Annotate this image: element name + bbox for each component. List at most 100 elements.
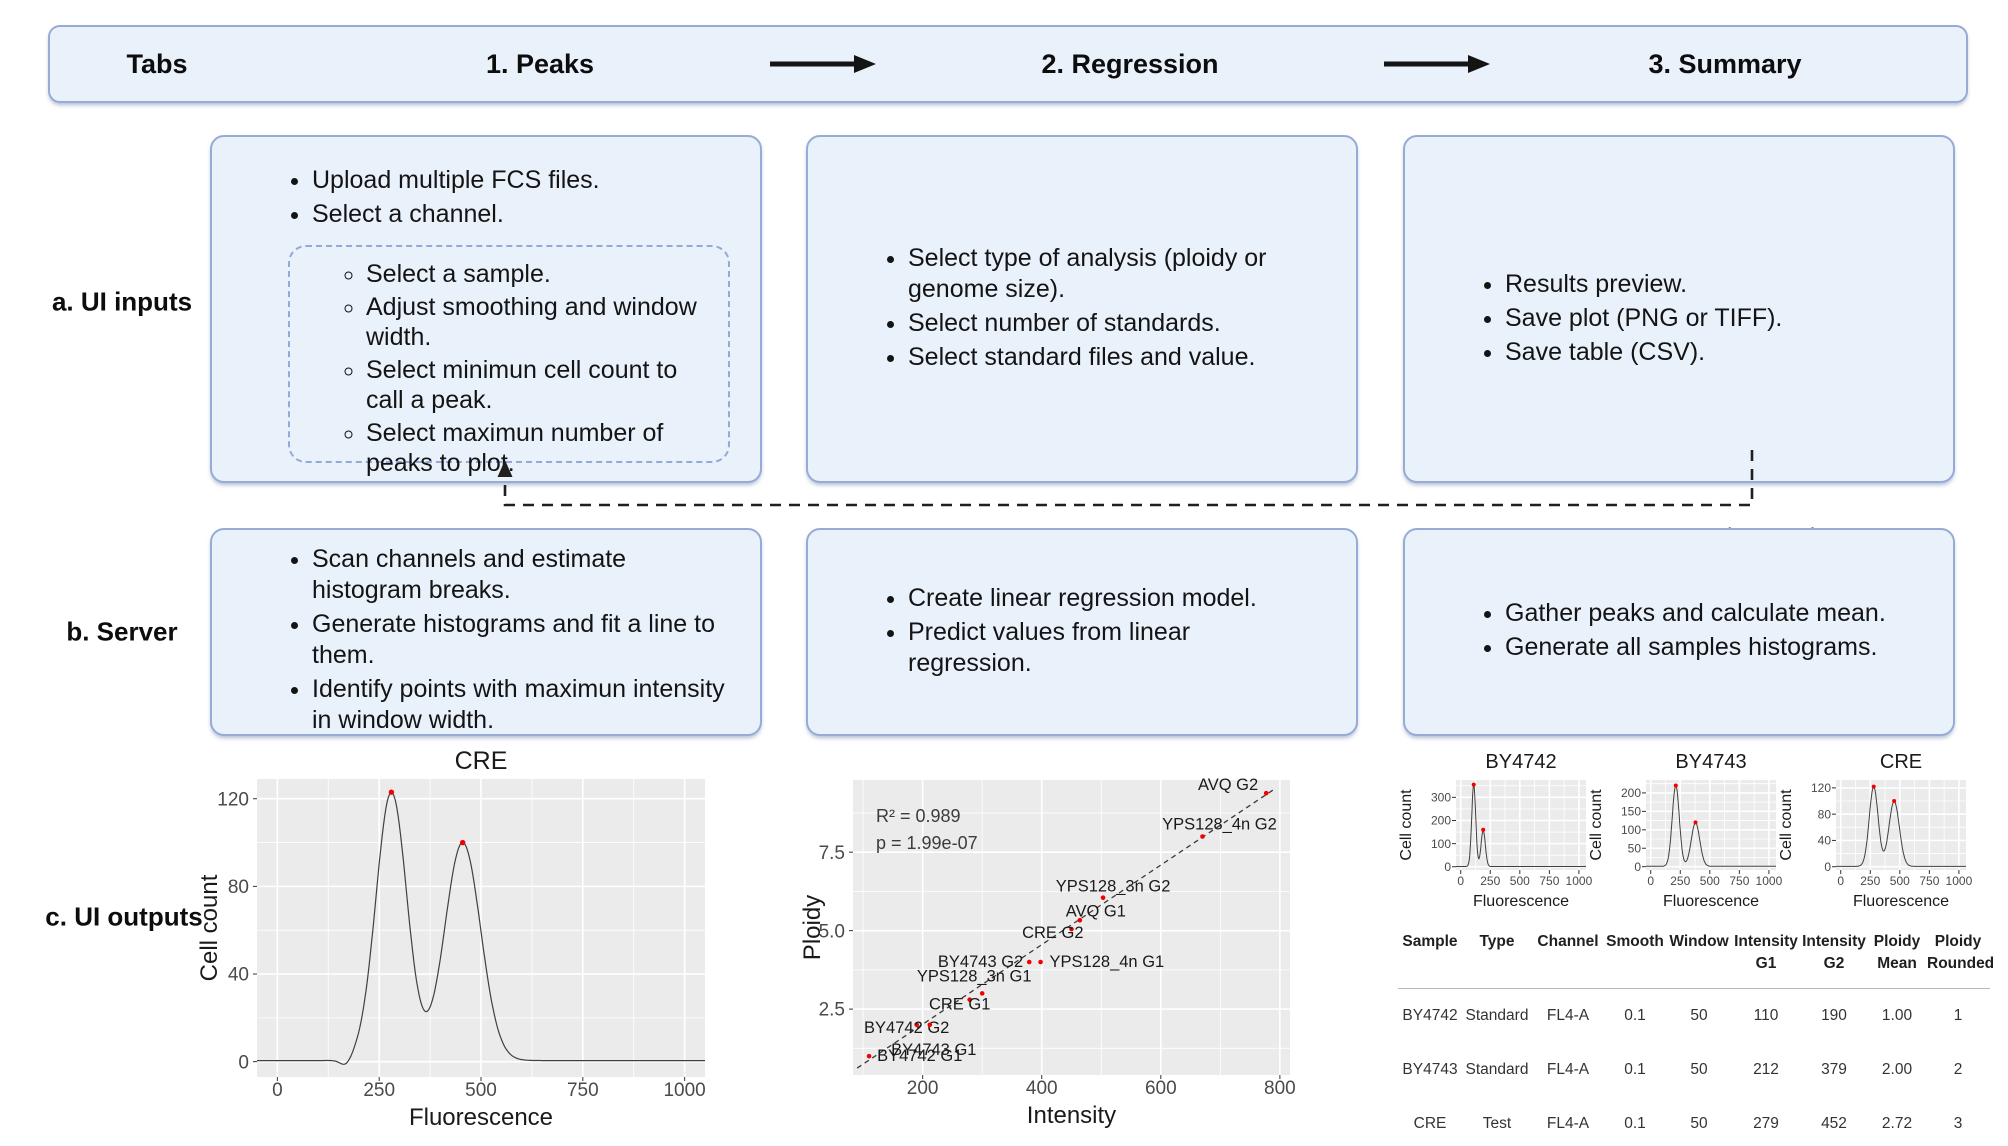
svg-text:200: 200 [907, 1078, 939, 1099]
table-cell: 279 [1753, 1114, 1779, 1132]
svg-text:CRE: CRE [455, 747, 508, 775]
regression-ui-inputs-list: Select type of analysis (ploidy or genom… [864, 243, 1320, 376]
box-peaks-server: Scan channels and estimate histogram bre… [210, 528, 762, 736]
tab-regression: 2. Regression [1041, 48, 1219, 79]
svg-text:50: 50 [1628, 841, 1642, 855]
column-header: Smooth [1604, 925, 1666, 989]
bullet-item: Gather peaks and calculate mean. [1505, 598, 1917, 629]
svg-text:500: 500 [1890, 874, 1910, 888]
bullet-item: Select a sample. [366, 259, 698, 290]
bullet-item: Select maximun number of peaks to plot. [366, 418, 698, 479]
bullet-item: Select type of analysis (ploidy or genom… [908, 243, 1320, 305]
svg-text:0: 0 [238, 1052, 249, 1073]
table-cell: 0.1 [1624, 1006, 1646, 1024]
row-label-ui-inputs: a. UI inputs [51, 286, 193, 317]
svg-text:250: 250 [363, 1080, 395, 1101]
svg-text:Ploidy: Ploidy [799, 895, 826, 960]
svg-text:AVQ G2: AVQ G2 [1198, 776, 1258, 794]
svg-text:0: 0 [1457, 874, 1464, 888]
table-cell: 50 [1690, 1060, 1708, 1078]
table-cell: FL4-A [1546, 1114, 1590, 1132]
bullet-item: Generate histograms and fit a line to th… [312, 609, 734, 671]
svg-text:500: 500 [1700, 874, 1720, 888]
bullet-item: Upload multiple FCS files. [312, 165, 724, 196]
summary-server-list: Gather peaks and calculate mean.Generate… [1461, 598, 1917, 666]
svg-text:CRE G1: CRE G1 [929, 996, 990, 1014]
bullet-item: Select number of standards. [908, 308, 1320, 339]
table-cell: FL4-A [1546, 1006, 1590, 1024]
column-header: Sample [1398, 925, 1462, 989]
svg-text:5.0: 5.0 [819, 921, 845, 942]
table-cell: BY4742 [1402, 1006, 1458, 1024]
svg-text:BY4742: BY4742 [1485, 751, 1556, 773]
svg-text:AVQ G1: AVQ G1 [1066, 902, 1126, 920]
box-summary-server: Gather peaks and calculate mean.Generate… [1403, 528, 1955, 736]
arrow-right-icon [1384, 55, 1490, 73]
table-cell: 190 [1821, 1006, 1847, 1024]
svg-text:Intensity: Intensity [1027, 1102, 1116, 1129]
table-cell: 110 [1753, 1006, 1779, 1024]
svg-text:p = 1.99e-07: p = 1.99e-07 [876, 833, 978, 853]
svg-text:0: 0 [1824, 860, 1831, 874]
peaks-review-dashed-box: Select a sample.Adjust smoothing and win… [288, 245, 730, 477]
svg-text:Cell count: Cell count [1778, 789, 1795, 861]
table-cell: 3 [1953, 1114, 1963, 1132]
svg-text:0: 0 [1647, 874, 1654, 888]
svg-text:YPS128_3n G1: YPS128_3n G1 [917, 967, 1032, 985]
svg-text:1000: 1000 [1566, 874, 1593, 888]
table-cell: 379 [1821, 1060, 1847, 1078]
svg-text:1000: 1000 [1756, 874, 1783, 888]
table-cell: 1 [1953, 1006, 1963, 1024]
table-cell: 2 [1953, 1060, 1963, 1078]
svg-text:R² = 0.989: R² = 0.989 [876, 806, 961, 826]
svg-text:7.5: 7.5 [819, 843, 845, 864]
table-cell: 212 [1753, 1060, 1779, 1078]
svg-text:YPS128_3n G2: YPS128_3n G2 [1056, 878, 1171, 896]
svg-text:Fluorescence: Fluorescence [409, 1104, 553, 1131]
tabs-banner: Tabs 1. Peaks 2. Regression 3. Summary [48, 25, 1968, 103]
svg-text:500: 500 [465, 1080, 497, 1101]
svg-text:80: 80 [228, 877, 249, 898]
svg-text:250: 250 [1860, 874, 1880, 888]
box-regression-server: Create linear regression model.Predict v… [806, 528, 1358, 736]
svg-text:0: 0 [1634, 860, 1641, 874]
svg-text:BY4742 G1: BY4742 G1 [877, 1047, 962, 1065]
svg-text:Cell count: Cell count [197, 874, 223, 981]
table-cell: 0.1 [1624, 1114, 1646, 1132]
box-summary-ui-inputs: Results preview.Save plot (PNG or TIFF).… [1403, 135, 1955, 582]
svg-text:750: 750 [1919, 874, 1939, 888]
svg-text:YPS128_4n G2: YPS128_4n G2 [1162, 815, 1277, 833]
svg-text:CRE G2: CRE G2 [1022, 924, 1083, 942]
bullet-item: Generate all samples histograms. [1505, 632, 1917, 663]
bullet-item: Identify points with maximun intensity i… [312, 674, 734, 736]
svg-text:200: 200 [1621, 786, 1641, 800]
svg-text:400: 400 [1026, 1078, 1058, 1099]
table-cell: FL4-A [1546, 1060, 1590, 1078]
svg-text:40: 40 [1818, 834, 1832, 848]
table-cell: BY4743 [1402, 1060, 1458, 1078]
svg-text:1000: 1000 [663, 1080, 705, 1101]
table-cell: 50 [1690, 1114, 1708, 1132]
table-cell: 2.00 [1881, 1060, 1913, 1078]
peaks-ui-inputs-list: Upload multiple FCS files.Select a chann… [268, 165, 724, 230]
bullet-item: Select standard files and value. [908, 342, 1320, 373]
bullet-item: Scan channels and estimate histogram bre… [312, 544, 734, 606]
svg-text:Fluorescence: Fluorescence [1853, 893, 1949, 910]
arrow-right-icon [770, 55, 876, 73]
svg-text:600: 600 [1145, 1078, 1177, 1099]
svg-text:120: 120 [217, 789, 249, 810]
row-label-server: b. Server [66, 616, 178, 647]
table-cell: Test [1482, 1114, 1512, 1132]
svg-text:750: 750 [1539, 874, 1559, 888]
table-cell: 50 [1690, 1006, 1708, 1024]
table-cell: Standard [1465, 1060, 1529, 1078]
